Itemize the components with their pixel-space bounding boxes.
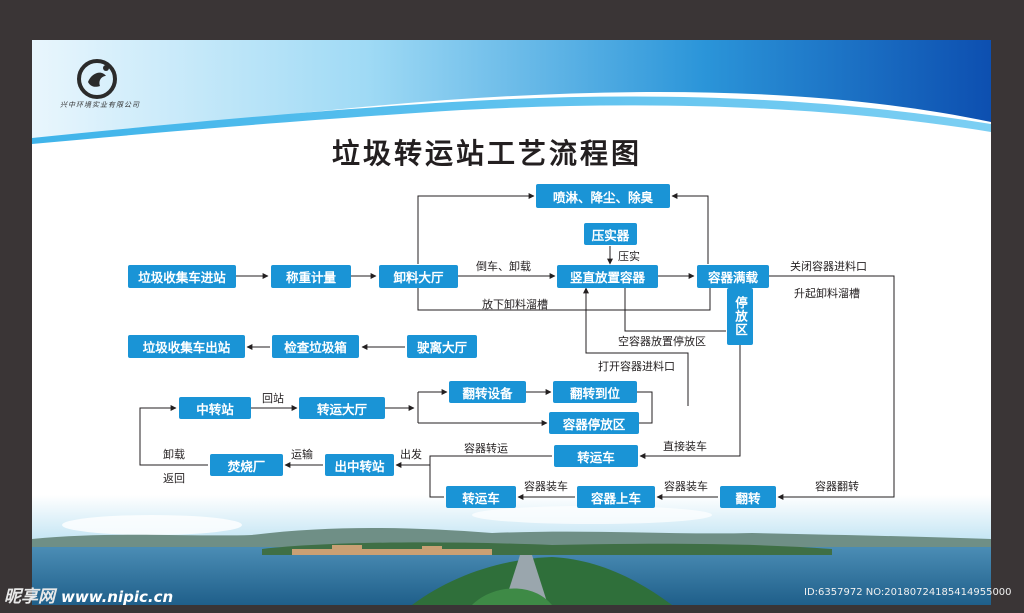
label-direct-load: 直接装车 (663, 440, 707, 453)
node-truck-exit: 垃圾收集车出站 (128, 335, 245, 358)
label-raise-chute: 升起卸料溜槽 (794, 287, 860, 300)
label-container-load-2: 容器装车 (664, 480, 708, 493)
node-transport-truck-2: 转运车 (446, 486, 516, 508)
node-flip-device: 翻转设备 (449, 381, 526, 403)
node-transfer-hall: 转运大厅 (299, 397, 385, 419)
node-container-parking: 容器停放区 (549, 412, 639, 434)
page-title: 垃圾转运站工艺流程图 (332, 137, 643, 170)
label-container-load-1: 容器装车 (524, 480, 568, 493)
label-return: 返回 (163, 472, 185, 485)
label-dump: 倒车、卸载 (476, 260, 531, 273)
node-compactor: 压实器 (584, 223, 637, 245)
poster-board: 兴中环境实业有限公司 垃圾转运站工艺流程图 (32, 40, 991, 605)
node-spray-dust-deodorize: 喷淋、降尘、除臭 (536, 184, 670, 208)
node-incinerator: 焚烧厂 (210, 454, 283, 476)
node-container-full: 容器满载 (697, 265, 769, 288)
label-return-station: 回站 (262, 392, 284, 405)
site-name: 昵享网 (4, 587, 55, 607)
node-leave-hall: 驶离大厅 (407, 335, 477, 358)
label-container-flip: 容器翻转 (815, 480, 859, 493)
node-truck-enter: 垃圾收集车进站 (128, 265, 236, 288)
node-vertical-container: 竖直放置容器 (557, 265, 658, 288)
label-press: 压实 (618, 250, 640, 263)
node-flip-in-place: 翻转到位 (553, 381, 637, 403)
node-unload-hall: 卸料大厅 (379, 265, 458, 288)
node-transfer-station: 中转站 (179, 397, 251, 419)
node-weigh: 称重计量 (271, 265, 351, 288)
lake-scenery (32, 495, 991, 605)
node-transport-truck-1: 转运车 (554, 445, 638, 467)
logo-caption: 兴中环境实业有限公司 (60, 101, 140, 109)
node-flip: 翻转 (720, 486, 776, 508)
node-out-transfer-station: 出中转站 (325, 454, 394, 476)
label-close-inlet: 关闭容器进料口 (790, 260, 867, 273)
node-inspect-box: 检查垃圾箱 (272, 335, 359, 358)
label-empty-container: 空容器放置停放区 (618, 335, 706, 348)
company-logo-icon (77, 59, 117, 99)
parking-area-label: 停放区 (733, 296, 748, 337)
image-id-text: ID:6357972 NO:20180724185414955000 (804, 587, 1012, 598)
site-logo: 昵享网 www.nipic.cn (4, 582, 173, 607)
site-url: www.nipic.cn (61, 588, 174, 606)
label-open-inlet: 打开容器进料口 (598, 360, 675, 373)
label-container-transport: 容器转运 (464, 442, 508, 455)
node-container-loading: 容器上车 (577, 486, 655, 508)
label-transport: 运输 (291, 448, 313, 461)
label-lower-chute: 放下卸料溜槽 (482, 298, 548, 311)
node-parking-area: 停放区 (727, 288, 753, 345)
label-depart: 出发 (400, 448, 422, 461)
label-unload: 卸载 (163, 448, 185, 461)
header-wave-band (32, 40, 991, 144)
